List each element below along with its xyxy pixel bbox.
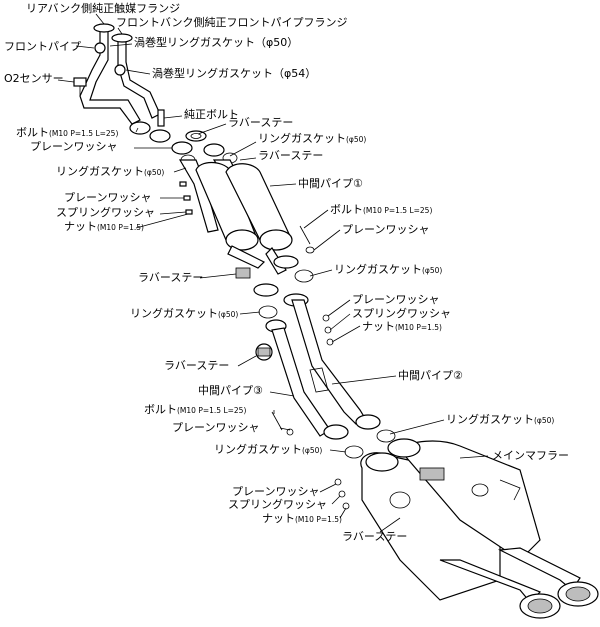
- label-rubber-stay-5: ラバーステー: [342, 530, 408, 543]
- label-rubber-stay-3: ラバーステー: [138, 271, 204, 284]
- label-ring-gasket-3: リングガスケット(φ50): [334, 263, 443, 276]
- label-spiral-ring-gasket-50: 渦巻型リングガスケット（φ50）: [134, 36, 299, 49]
- main-muffler-drawing: [360, 438, 599, 619]
- label-rubber-stay-2: ラバーステー: [258, 149, 324, 162]
- front-pipe-drawing: [79, 23, 161, 125]
- label-plain-washer-4: プレーンワッシャ: [352, 293, 440, 306]
- label-ring-gasket-5: リングガスケット(φ50): [446, 413, 555, 426]
- leader-lines: [57, 13, 489, 533]
- label-nut-2: ナット(M10 P=1.5): [362, 320, 442, 333]
- label-bolt-1: ボルト(M10 P=1.5 L=25): [16, 126, 119, 139]
- label-plain-washer-2: プレーンワッシャ: [64, 191, 152, 204]
- label-ring-gasket-2: リングガスケット(φ50): [56, 165, 165, 178]
- upper-flanges: [129, 121, 238, 166]
- middle-flanges: [253, 255, 334, 361]
- label-rubber-stay-4: ラバーステー: [164, 359, 230, 372]
- label-nut-3: ナット(M10 P=1.5): [262, 512, 342, 525]
- label-ring-gasket-1: リングガスケット(φ50): [258, 132, 367, 145]
- label-mid-pipe-3: 中間パイプ③: [198, 384, 263, 397]
- label-rubber-stay-1: ラバーステー: [228, 116, 294, 129]
- label-rear-bank-catalyst-flange: リアバンク側純正触媒フランジ: [26, 2, 181, 15]
- label-plain-washer-6: プレーンワッシャ: [232, 485, 320, 498]
- label-front-bank-front-pipe-flange: フロントバンク側純正フロントパイプフランジ: [116, 16, 348, 29]
- genuine-bolt-drawing: [157, 109, 165, 127]
- label-mid-pipe-2: 中間パイプ②: [398, 369, 463, 382]
- label-ring-gasket-6: リングガスケット(φ50): [214, 443, 323, 456]
- label-main-muffler: メインマフラー: [492, 449, 569, 462]
- label-ring-gasket-4: リングガスケット(φ50): [130, 307, 239, 320]
- mid-pipe-1-drawing: [178, 159, 293, 279]
- label-plain-washer-1: プレーンワッシャ: [30, 140, 118, 153]
- label-spring-washer-3: スプリングワッシャ: [228, 498, 327, 511]
- label-bolt-3: ボルト(M10 P=1.5 L=25): [144, 403, 247, 416]
- label-bolt-2: ボルト(M10 P=1.5 L=25): [330, 203, 433, 216]
- mid-pipe-2-3-drawing: [271, 299, 381, 440]
- label-mid-pipe-1: 中間パイプ①: [298, 177, 363, 190]
- label-o2-sensor: O2センサー: [4, 72, 64, 85]
- label-spring-washer-1: スプリングワッシャ: [56, 206, 155, 219]
- label-plain-washer-5: プレーンワッシャ: [172, 421, 260, 434]
- label-front-pipe: フロントパイプ: [4, 40, 81, 53]
- label-spring-washer-2: スプリングワッシャ: [352, 307, 451, 320]
- label-genuine-bolt: 純正ボルト: [184, 108, 239, 121]
- label-plain-washer-3: プレーンワッシャ: [342, 223, 430, 236]
- label-spiral-ring-gasket-54: 渦巻型リングガスケット（φ54）: [152, 67, 317, 80]
- label-nut-1: ナット(M10 P=1.5): [64, 220, 144, 233]
